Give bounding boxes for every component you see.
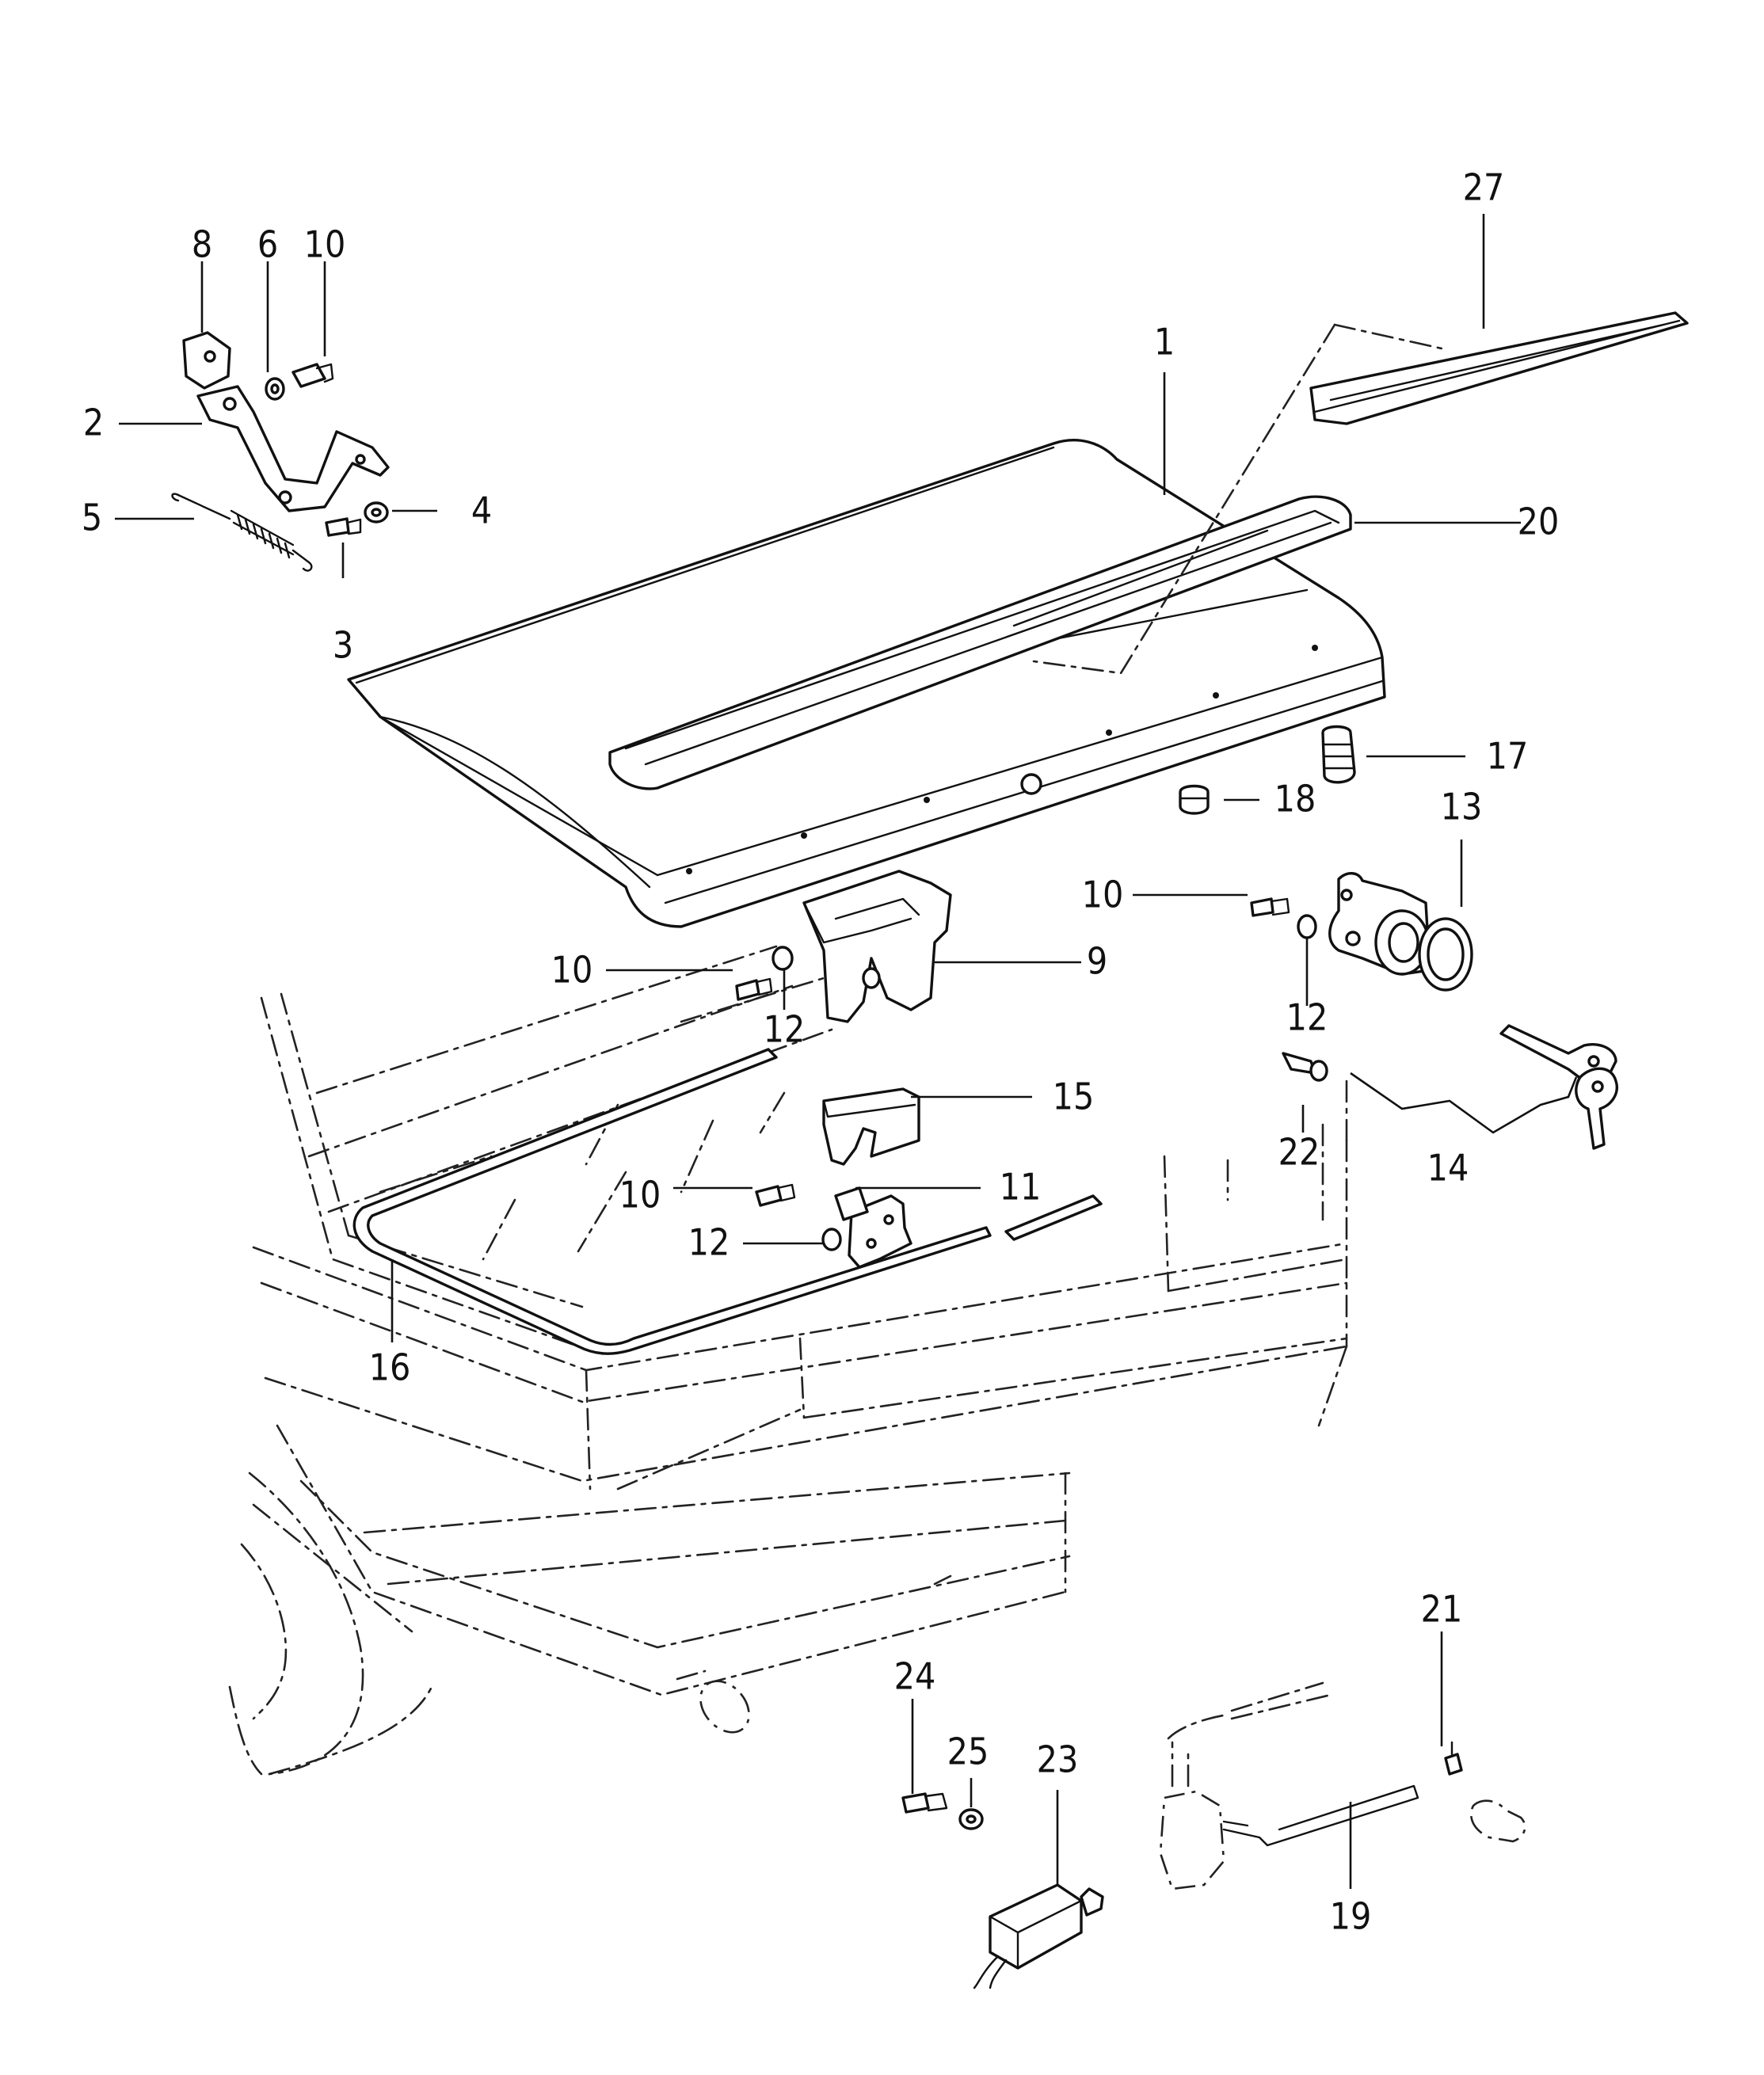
trunk-release-switch: [973, 1883, 1104, 1989]
hinge-washer-4: [364, 501, 389, 524]
lock-gasket: [1418, 917, 1473, 992]
callout-12-striker: 12: [688, 1221, 730, 1264]
callout-3: 3: [333, 624, 353, 667]
callout-16: 16: [369, 1346, 411, 1389]
callout-12-latch: 12: [764, 1008, 806, 1051]
callout-17: 17: [1487, 735, 1529, 778]
callout-8: 8: [192, 223, 212, 266]
rubber-bumper-short: [1179, 784, 1210, 815]
switch-washer: [958, 1808, 984, 1830]
callout-4: 4: [471, 489, 492, 532]
callout-15: 15: [1053, 1076, 1095, 1118]
switch-bolt: [901, 1792, 948, 1814]
callout-6: 6: [257, 223, 278, 266]
callout-2: 2: [83, 402, 104, 444]
lock-bolt: [1250, 897, 1290, 917]
callout-25: 25: [947, 1730, 989, 1773]
hinge-spring: [171, 493, 313, 572]
callouts: 1 2 3 4 5 6 8 9 10 10 10 10 11 12 12 12 …: [82, 166, 1559, 1938]
lock-screw: [1282, 1052, 1328, 1082]
lock-key-set: [1499, 1024, 1618, 1150]
callout-20: 20: [1518, 501, 1560, 543]
callout-18: 18: [1274, 778, 1316, 820]
hinge: [196, 385, 390, 512]
striker-bolt: [755, 1183, 796, 1207]
lock-washer: [1297, 914, 1317, 939]
release-cable-assembly: [1159, 1681, 1419, 1890]
lock-group-bracket: [1350, 1072, 1578, 1134]
leader-lines: [115, 214, 1521, 1889]
striker: [834, 1186, 912, 1269]
lock-cylinder: [1328, 872, 1431, 976]
hinge-bolt-small: [291, 363, 334, 388]
callout-5: 5: [82, 497, 102, 539]
callout-12-lock: 12: [1286, 996, 1328, 1039]
latch: [802, 870, 952, 1023]
callout-19: 19: [1330, 1895, 1372, 1938]
callout-10-latch: 10: [551, 949, 593, 992]
callout-11: 11: [1000, 1166, 1042, 1209]
exhaust-tip: [676, 1670, 750, 1734]
hinge-pad: [182, 331, 231, 390]
hinge-bolt-3: [325, 517, 362, 537]
callout-10-lock: 10: [1082, 874, 1124, 916]
callout-23: 23: [1037, 1738, 1079, 1781]
spoiler-separate: [1309, 311, 1689, 425]
cable-end-fitting: [1469, 1799, 1526, 1843]
callout-10-hinge: 10: [304, 223, 346, 266]
buffer: [822, 1087, 920, 1166]
latch-bolt: [735, 977, 773, 1001]
cable-clip: [1444, 1741, 1463, 1776]
spoiler-lid-mounted: [608, 495, 1352, 790]
trunk-seal: [352, 1048, 1103, 1355]
striker-washer: [821, 1228, 842, 1251]
callout-14: 14: [1427, 1147, 1469, 1190]
callout-27: 27: [1463, 166, 1505, 209]
hinge-washer-top: [265, 377, 285, 401]
rubber-bumper-tall: [1321, 725, 1356, 784]
callout-24: 24: [894, 1655, 936, 1698]
callout-9: 9: [1087, 940, 1107, 983]
callout-1: 1: [1154, 321, 1175, 364]
callout-13: 13: [1441, 786, 1483, 828]
callout-10-striker: 10: [619, 1174, 661, 1216]
callout-22: 22: [1278, 1131, 1320, 1174]
latch-washer: [772, 946, 794, 971]
callout-21: 21: [1421, 1588, 1463, 1631]
